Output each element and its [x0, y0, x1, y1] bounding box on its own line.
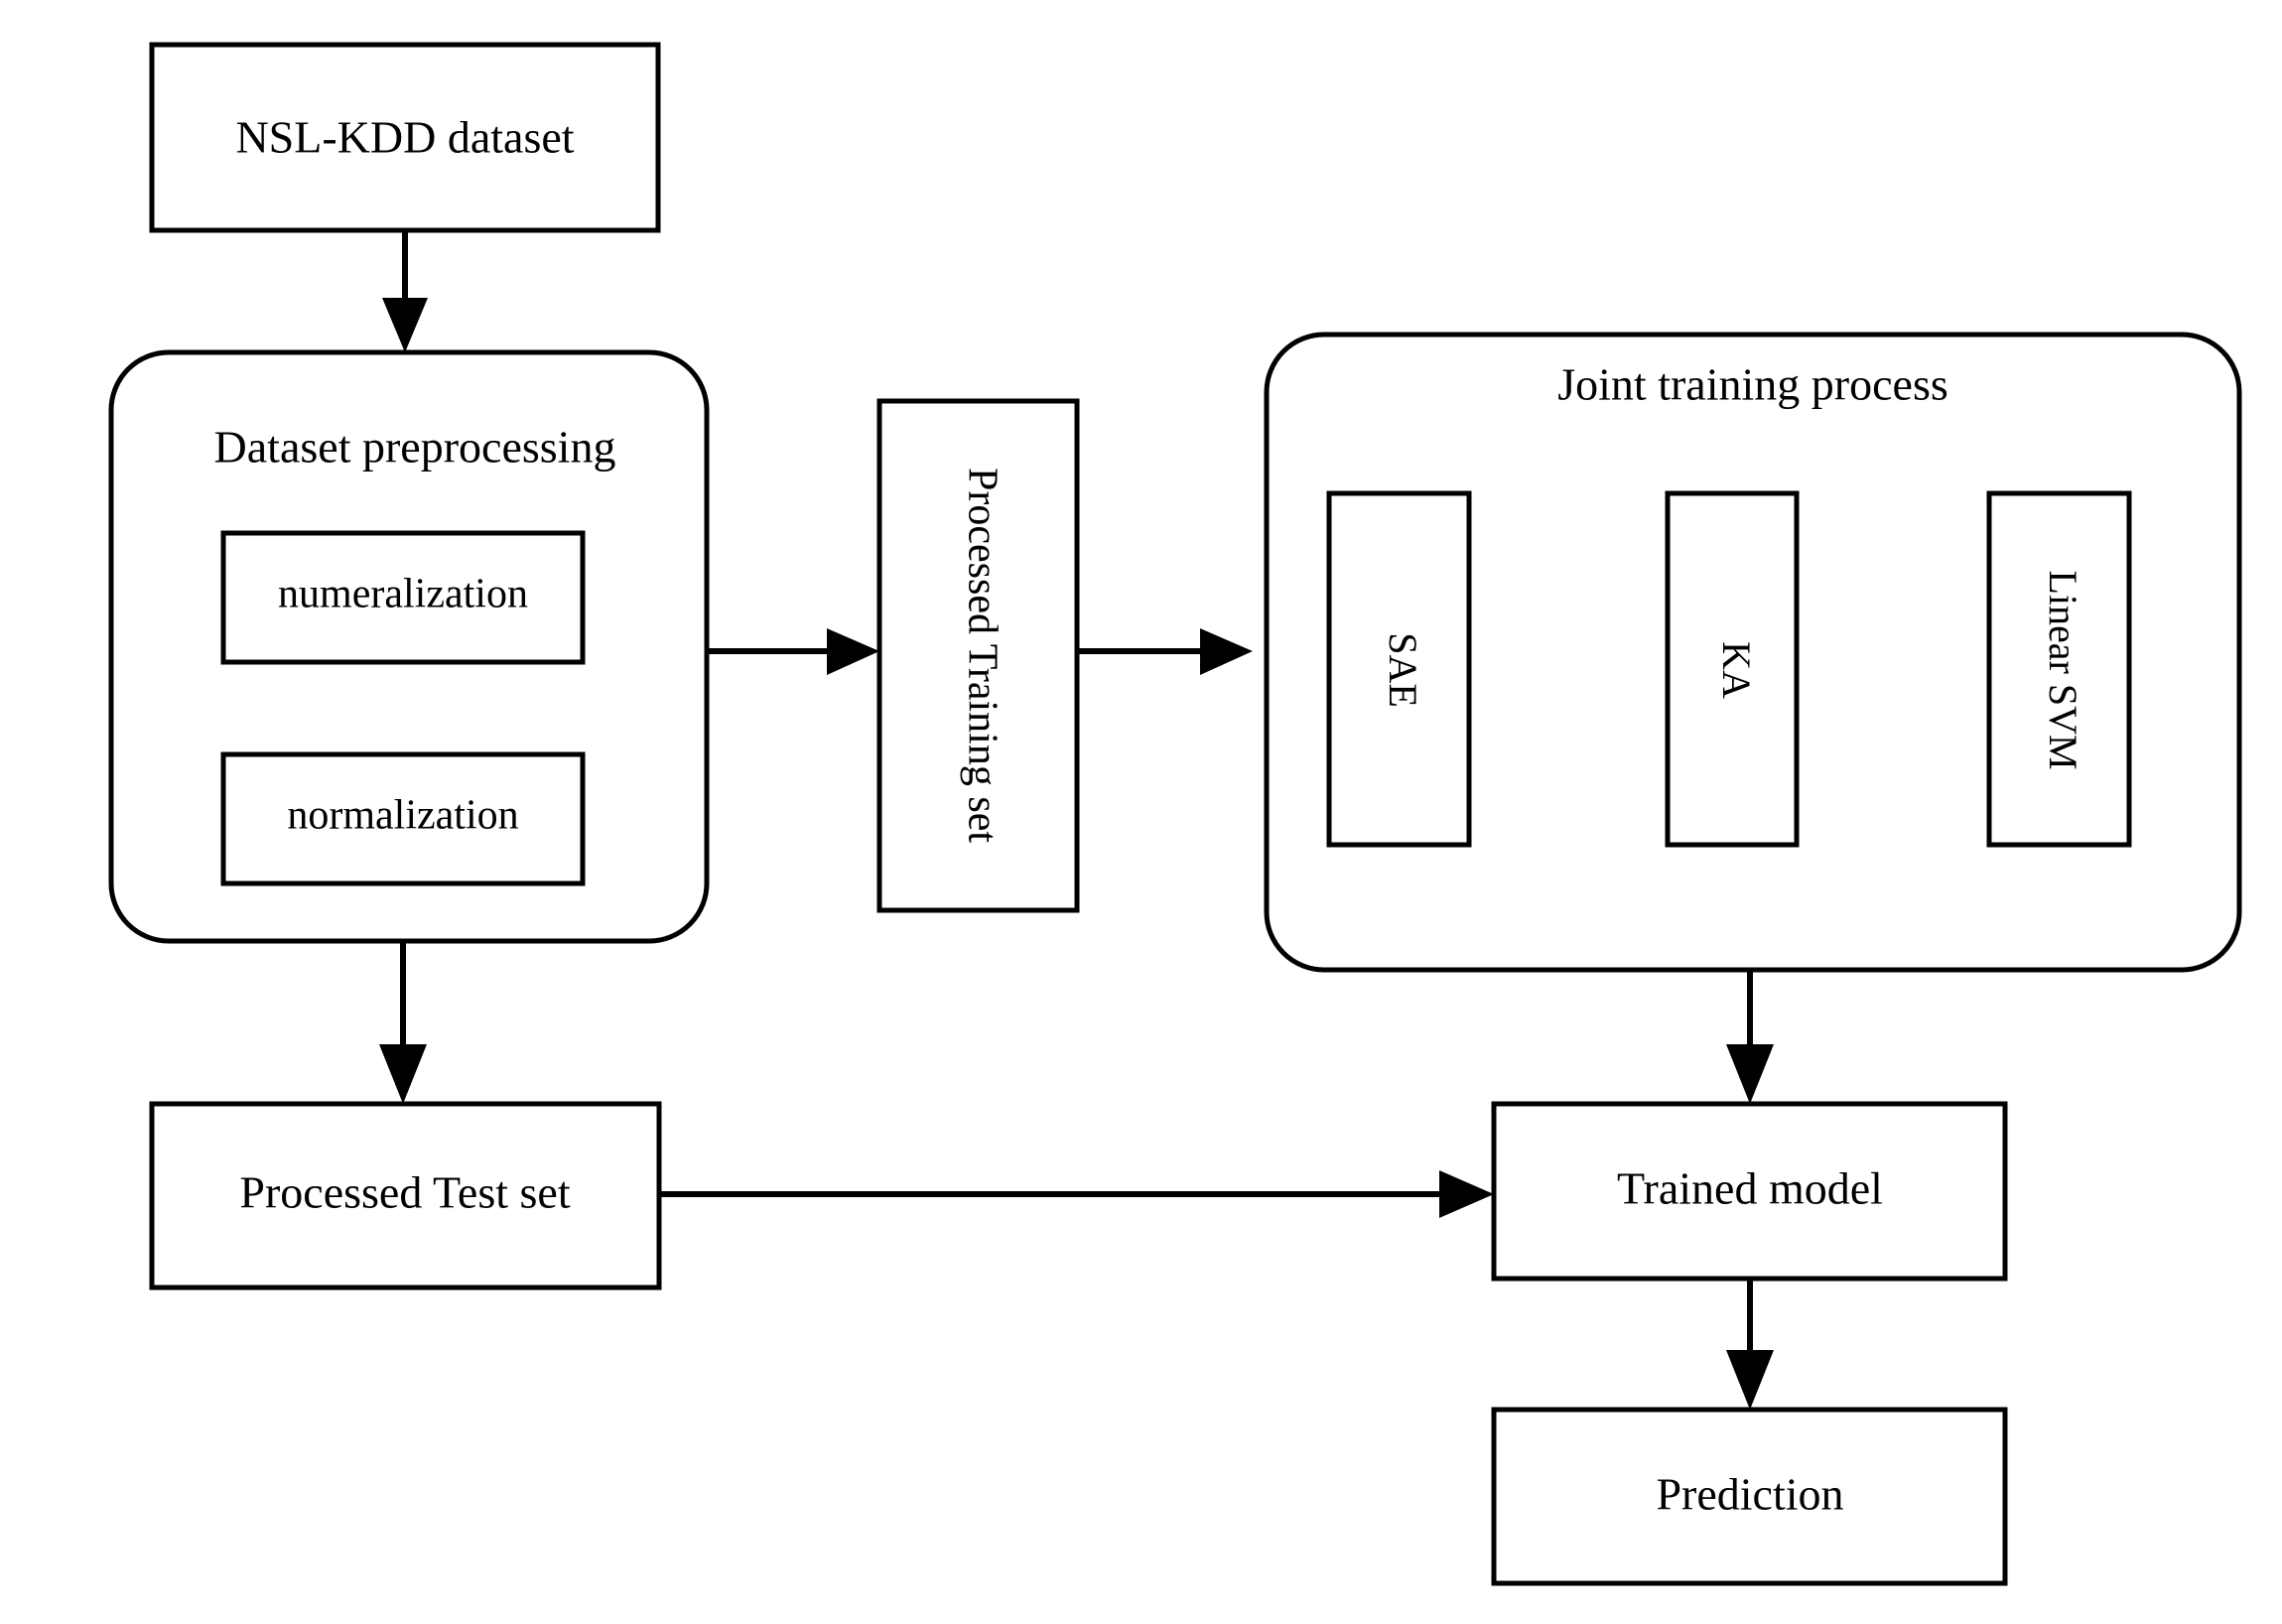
edge-trained-model-to-prediction [1726, 1279, 1774, 1410]
node-label-nsl-kdd-dataset: NSL-KDD dataset [235, 112, 574, 163]
edge-preprocessing-to-training-set [707, 628, 879, 675]
node-label-linear-svm: Linear SVM [2041, 570, 2085, 769]
node-label-trained-model: Trained model [1617, 1163, 1883, 1214]
node-label-normalization: normalization [287, 793, 518, 839]
node-label-processed-test-set: Processed Test set [239, 1167, 570, 1218]
node-label-numeralization: numeralization [278, 572, 528, 617]
node-label-ka: KA [1714, 641, 1759, 699]
edge-test-set-to-trained-model [659, 1170, 1494, 1218]
node-label-processed-training-set: Processed Training set [959, 468, 1005, 843]
edge-nsl-kdd-to-preprocessing [382, 230, 428, 352]
node-processed-test-set[interactable]: Processed Test set [149, 1101, 662, 1290]
node-linear-svm[interactable]: Linear SVM [1986, 490, 2132, 848]
group-title-joint-training-process: Joint training process [1557, 359, 1948, 410]
node-label-sae: SAE [1381, 632, 1425, 708]
node-nsl-kdd-dataset[interactable]: NSL-KDD dataset [149, 42, 661, 233]
edge-training-set-to-joint-training [1077, 628, 1253, 675]
node-label-prediction: Prediction [1656, 1469, 1843, 1520]
group-title-dataset-preprocessing: Dataset preprocessing [214, 422, 616, 473]
node-trained-model[interactable]: Trained model [1491, 1101, 2008, 1282]
edge-joint-training-to-trained-model [1726, 970, 1774, 1104]
node-processed-training-set[interactable]: Processed Training set [876, 398, 1080, 913]
node-normalization[interactable]: normalization [220, 751, 586, 886]
node-numeralization[interactable]: numeralization [220, 530, 586, 665]
node-ka[interactable]: KA [1665, 490, 1800, 848]
node-sae[interactable]: SAE [1326, 490, 1472, 848]
edge-preprocessing-to-test-set [379, 941, 427, 1104]
node-prediction[interactable]: Prediction [1491, 1407, 2008, 1586]
